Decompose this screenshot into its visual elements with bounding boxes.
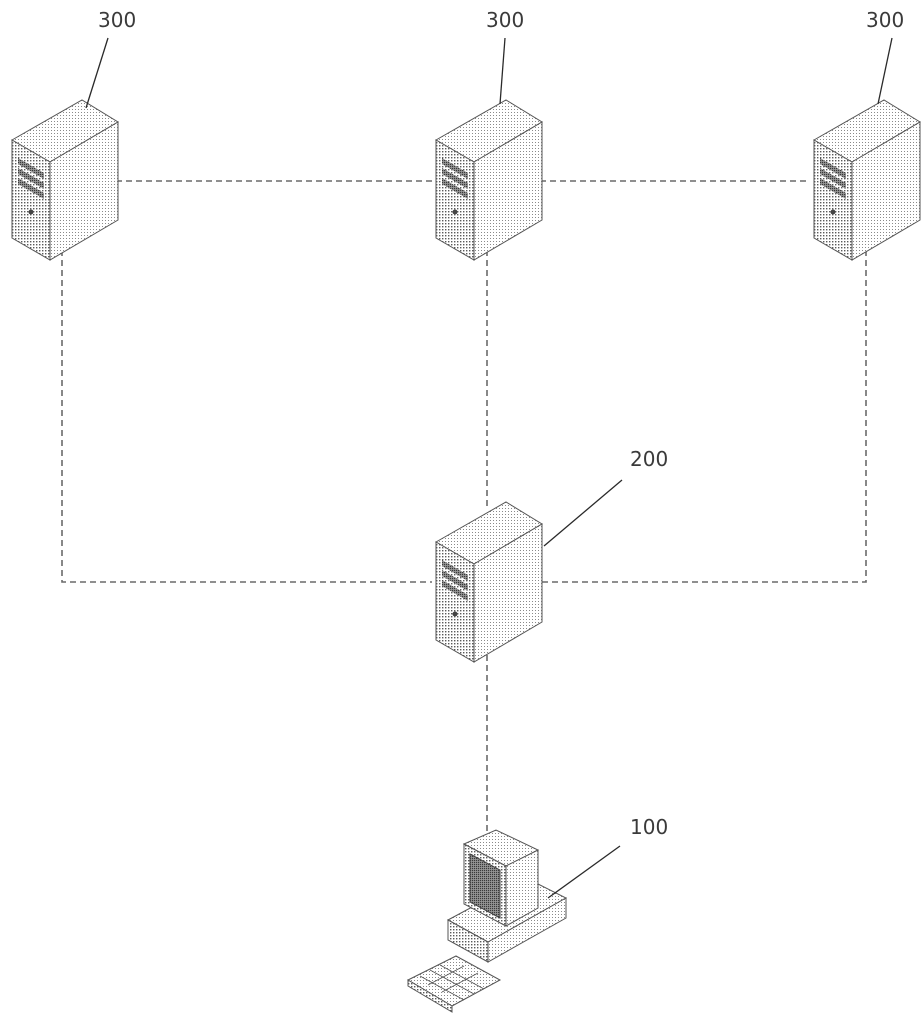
link-left-relay xyxy=(61,250,432,583)
link-right-relay xyxy=(540,250,867,583)
label-terminal: 100 xyxy=(630,815,668,839)
label-relay-server: 200 xyxy=(630,447,668,471)
leader-terminal xyxy=(547,845,621,899)
leader-server-middle xyxy=(499,37,506,105)
label-server-right: 300 xyxy=(866,8,904,32)
leader-server-right xyxy=(877,37,893,105)
network-links xyxy=(61,180,867,870)
terminal-computer-icon xyxy=(407,829,567,1013)
server-left-icon xyxy=(11,99,119,261)
label-server-left: 300 xyxy=(98,8,136,32)
server-middle-icon xyxy=(435,99,543,261)
label-server-middle: 300 xyxy=(486,8,524,32)
leader-server-left xyxy=(85,37,109,109)
server-right-icon xyxy=(813,99,921,261)
leader-relay-server xyxy=(543,479,623,547)
relay-server-icon xyxy=(435,501,543,663)
